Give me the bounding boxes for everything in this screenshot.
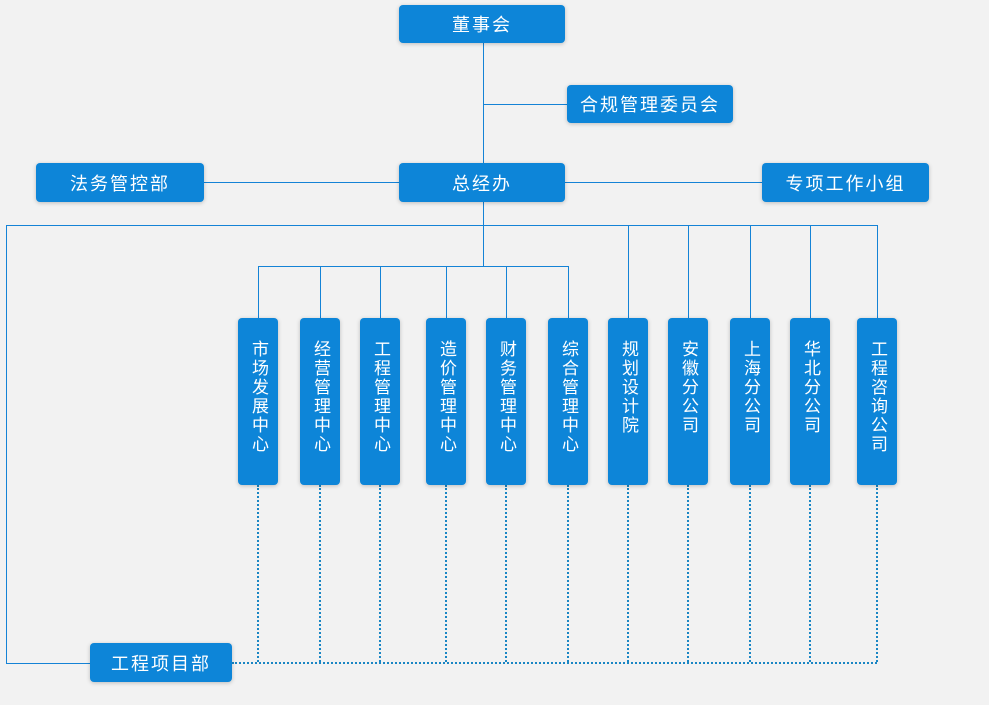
connector-to-special-group — [565, 182, 762, 183]
connector-to-project-dept — [6, 663, 90, 664]
node-department: 工程咨询公司 — [857, 318, 897, 485]
connector-drop — [688, 225, 689, 318]
dotted-connector — [876, 485, 878, 662]
node-department: 市场发展中心 — [238, 318, 278, 485]
dotted-connector — [505, 485, 507, 662]
node-department: 财务管理中心 — [486, 318, 526, 485]
connector-main-rail — [6, 225, 878, 226]
connector-drop — [446, 266, 447, 318]
node-department: 综合管理中心 — [548, 318, 588, 485]
node-compliance-committee: 合规管理委员会 — [567, 85, 733, 123]
node-department: 工程管理中心 — [360, 318, 400, 485]
connector-drop — [877, 225, 878, 318]
connector-drop — [506, 266, 507, 318]
connector-gm-down — [483, 202, 484, 267]
connector-left-drop — [6, 225, 7, 663]
dotted-connector — [567, 485, 569, 662]
dotted-rail — [232, 662, 877, 664]
connector-mid-rail — [258, 266, 568, 267]
connector-drop — [628, 225, 629, 318]
node-gm-office: 总经办 — [399, 163, 565, 202]
dotted-connector — [257, 485, 259, 662]
node-department: 规划设计院 — [608, 318, 648, 485]
node-department: 经营管理中心 — [300, 318, 340, 485]
dotted-connector — [379, 485, 381, 662]
connector-board-to-gm — [483, 43, 484, 164]
connector-drop — [568, 266, 569, 318]
node-project-dept: 工程项目部 — [90, 643, 232, 682]
node-special-group: 专项工作小组 — [762, 163, 929, 202]
dotted-connector — [809, 485, 811, 662]
node-legal-dept: 法务管控部 — [36, 163, 204, 202]
connector-drop — [258, 266, 259, 318]
node-department: 造价管理中心 — [426, 318, 466, 485]
node-department: 安徽分公司 — [668, 318, 708, 485]
connector-drop — [320, 266, 321, 318]
connector-drop — [750, 225, 751, 318]
dotted-connector — [319, 485, 321, 662]
connector-drop — [380, 266, 381, 318]
connector-to-legal-dept — [204, 182, 399, 183]
node-department: 上海分公司 — [730, 318, 770, 485]
node-department: 华北分公司 — [790, 318, 830, 485]
connector-to-compliance — [483, 104, 567, 105]
connector-drop — [810, 225, 811, 318]
dotted-connector — [445, 485, 447, 662]
dotted-connector — [627, 485, 629, 662]
node-board: 董事会 — [399, 5, 565, 43]
dotted-connector — [749, 485, 751, 662]
dotted-connector — [687, 485, 689, 662]
